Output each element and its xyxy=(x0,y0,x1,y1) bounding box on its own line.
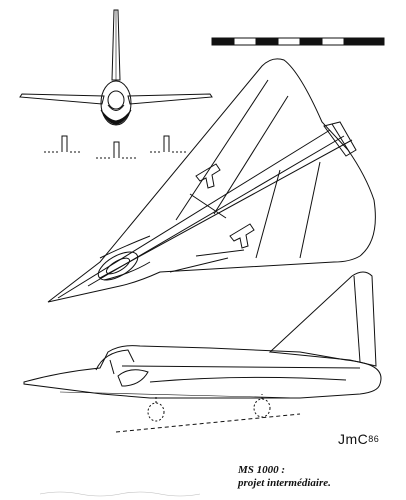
scale-bar xyxy=(211,37,385,46)
illegible-bottom-marks xyxy=(39,491,201,497)
drawing-caption: MS 1000 : projet intermédiaire. xyxy=(238,464,331,490)
front-view xyxy=(19,9,213,126)
caption-subtitle: projet intermédiaire. xyxy=(238,477,331,489)
plan-view xyxy=(47,58,376,303)
artist-signature: JmC86 xyxy=(338,431,379,447)
signature-year: 86 xyxy=(368,434,380,444)
signature-initials: JmC xyxy=(338,431,369,447)
side-view xyxy=(23,271,382,399)
caption-title: MS 1000 : xyxy=(238,464,286,476)
side-gear xyxy=(115,394,301,433)
front-gear-symbols xyxy=(44,135,186,159)
